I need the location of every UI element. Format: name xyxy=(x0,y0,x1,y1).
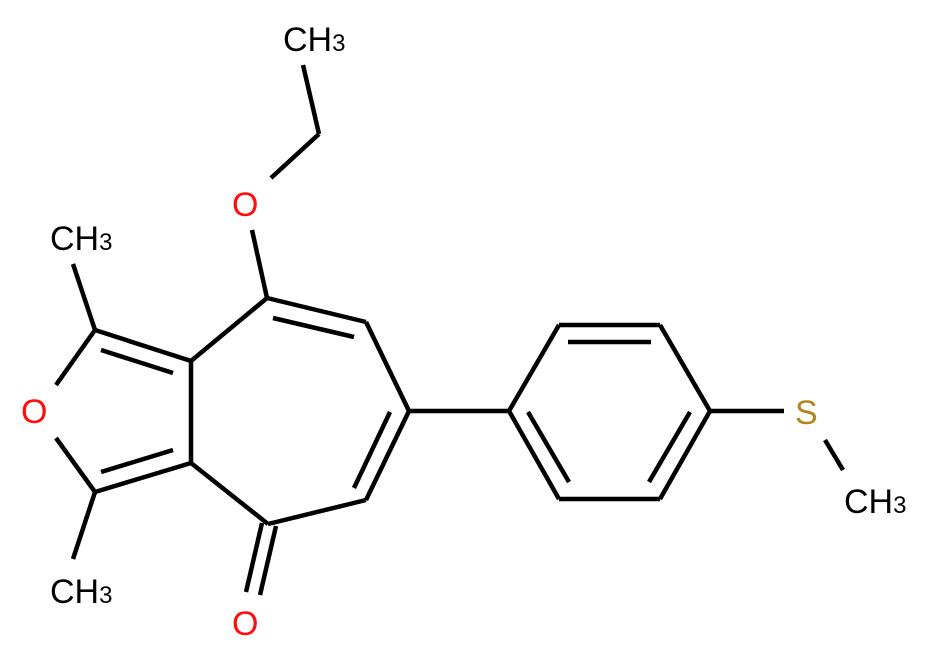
bond-c1-o xyxy=(54,328,97,387)
label-sulfur: S xyxy=(795,394,818,432)
bond-ph-1-2 xyxy=(507,323,561,413)
bond-c4-o xyxy=(243,522,265,593)
bond-c8a-c8 xyxy=(189,296,269,363)
bond-c5-c4 xyxy=(267,497,367,527)
bond-c3-c3a-double xyxy=(100,447,174,475)
atom-labels: CH3 O CH3 O CH3 O S CH3 xyxy=(21,21,906,643)
bond-ch2-o xyxy=(269,132,321,180)
bond-c8a-c1-double xyxy=(100,347,174,376)
bond-o-c3 xyxy=(54,436,97,494)
bonds xyxy=(54,64,845,596)
bond-c4-o-double xyxy=(257,525,279,596)
bond-ph-3-4 xyxy=(658,323,712,413)
bond-c8a-c1 xyxy=(94,327,192,364)
label-ether-oxygen: O xyxy=(232,186,258,224)
label-furan-oxygen: O xyxy=(21,393,47,431)
label-thio-methyl: CH3 xyxy=(844,483,906,521)
bond-o-c8 xyxy=(249,229,270,299)
bond-ethyl-ch3-ch2 xyxy=(300,64,322,135)
bond-c6-c5-double xyxy=(351,411,393,489)
bond-c1-methyl xyxy=(70,263,98,331)
bond-ph-4-5-double xyxy=(647,410,692,484)
label-carbonyl-oxygen: O xyxy=(232,605,258,643)
bond-c6-c5 xyxy=(363,410,412,501)
bond-c3-c3a xyxy=(94,460,192,495)
label-ethyl-ch3: CH3 xyxy=(283,21,345,59)
bond-ph-6-1-double xyxy=(526,410,571,484)
label-methyl-top: CH3 xyxy=(50,220,112,258)
bond-c4-c3a xyxy=(189,461,270,526)
bond-ph-4-5 xyxy=(658,409,712,501)
bond-ph-6-1 xyxy=(507,409,561,501)
bond-c7-c6 xyxy=(363,321,412,412)
bond-c8-c7-double xyxy=(272,315,355,340)
bond-c8-c7 xyxy=(266,295,367,325)
bond-c3-methyl xyxy=(70,491,98,560)
label-methyl-bottom: CH3 xyxy=(50,573,112,611)
bond-s-ch3 xyxy=(823,438,845,472)
